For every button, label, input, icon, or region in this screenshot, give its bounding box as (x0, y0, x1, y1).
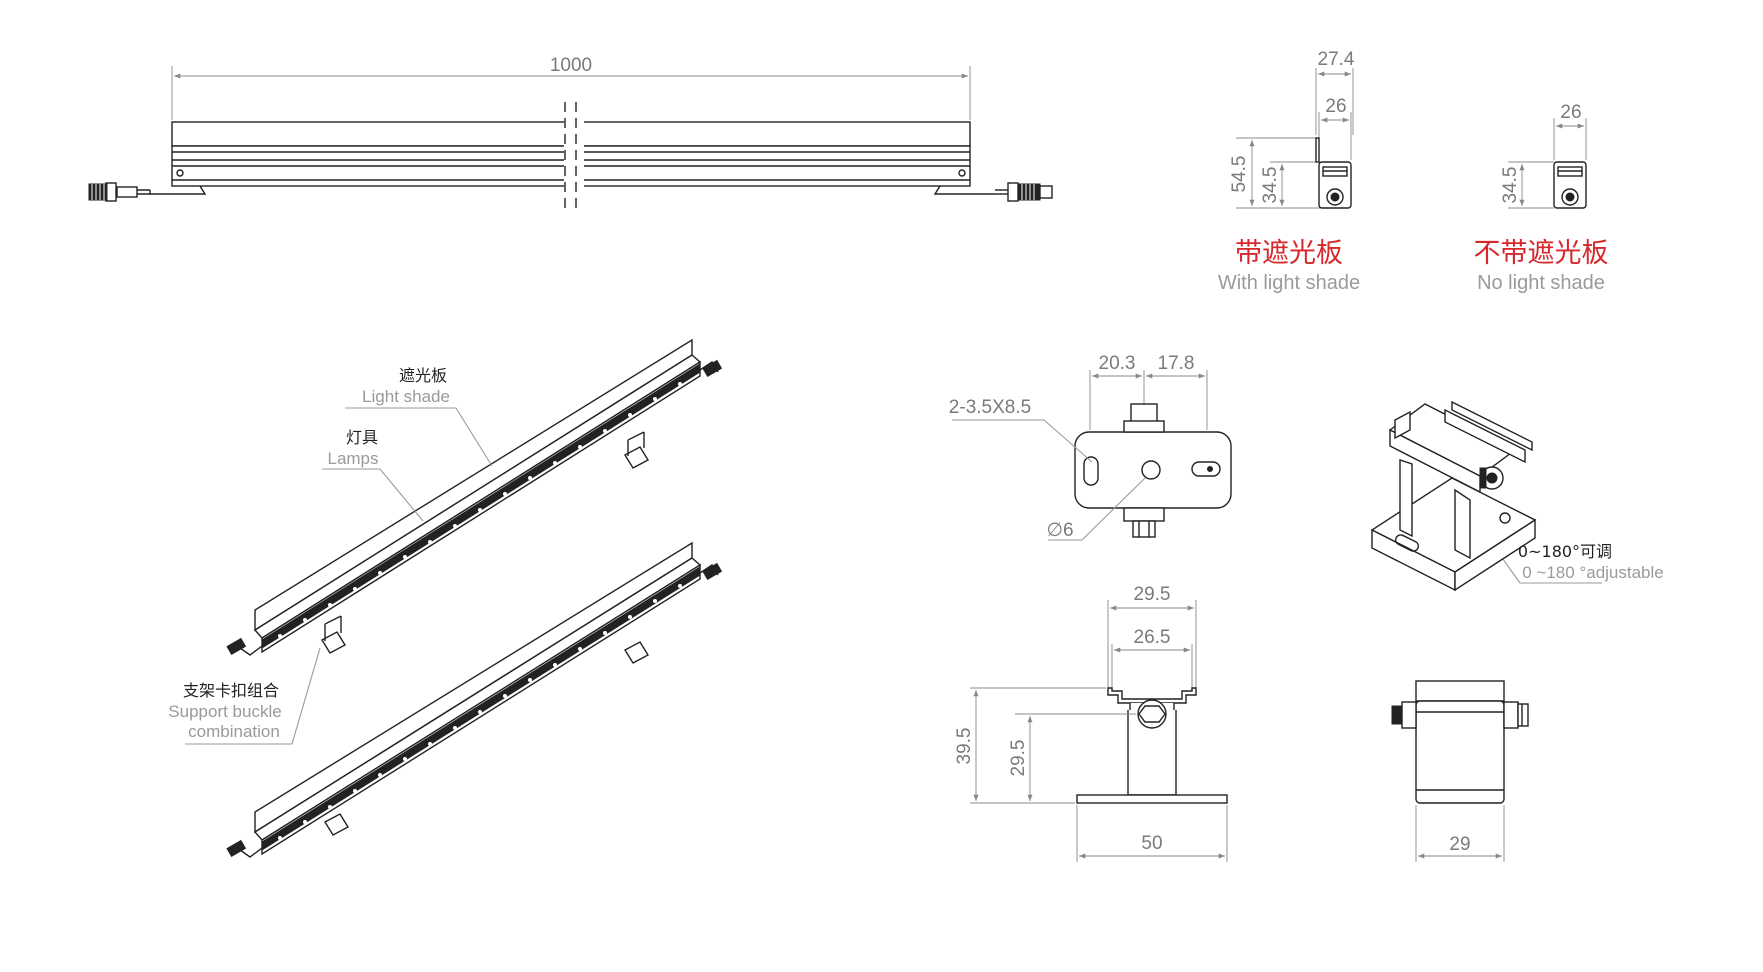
dim-width-with-shade: 27.4 (1318, 49, 1355, 70)
label-lamps-cn: 灯具 (346, 428, 378, 447)
caption-no-shade: 不带遮光板 No light shade (1474, 238, 1609, 294)
dim-clip-outer: 29.5 (1134, 584, 1171, 605)
label-support-en-1: Support buckle (168, 702, 281, 721)
label-support-en-2: combination (188, 722, 280, 741)
dim-height-body: 34.5 (1260, 167, 1281, 204)
dim-slot-offset: 20.3 (1099, 353, 1136, 374)
dim-width-body-b: 26 (1560, 102, 1581, 123)
dim-slot-spec: 2-3.5X8.5 (949, 397, 1031, 418)
dim-slot-offset-b: 17.8 (1158, 353, 1195, 374)
caption-with-shade-en: With light shade (1218, 272, 1360, 294)
label-support-cn: 支架卡扣组合 (183, 681, 279, 700)
caption-no-shade-en: No light shade (1477, 272, 1605, 294)
dim-bracket-height: 39.5 (954, 728, 975, 765)
bracket-top-view: 20.3 17.8 (952, 353, 1232, 541)
dim-width-body: 26 (1325, 96, 1346, 117)
section-no-shade: 26 34.5 (1500, 102, 1587, 209)
dim-height-with-shade: 54.5 (1229, 156, 1250, 193)
dim-clip-inner: 26.5 (1134, 627, 1171, 648)
dim-height-body-b: 34.5 (1500, 167, 1521, 204)
section-with-shade: 27.4 26 54.5 34.5 (1229, 49, 1355, 209)
front-view-fixture: 1000 (88, 55, 1053, 212)
caption-with-shade-cn: 带遮光板 (1235, 238, 1343, 269)
label-shade-cn: 遮光板 (399, 366, 447, 385)
isometric-fixture-bottom (226, 541, 723, 858)
caption-no-shade-cn: 不带遮光板 (1474, 238, 1609, 269)
dim-side-width: 29 (1449, 834, 1470, 855)
bracket-front-view: 29.5 26.5 39.5 29.5 50 (954, 584, 1228, 862)
lamp-dots-top (278, 382, 682, 638)
lamp-dots-bottom (278, 584, 682, 840)
label-adjust-en: 0 ~180 °adjustable (1522, 563, 1664, 582)
bracket-isometric (1370, 400, 1537, 592)
label-lamps-en: Lamps (327, 449, 378, 468)
label-adjust-cn: 0~180°可调 (1518, 542, 1612, 561)
dim-length: 1000 (550, 55, 592, 76)
bracket-side-view: 29 (1391, 680, 1529, 862)
caption-with-shade: 带遮光板 With light shade (1218, 238, 1360, 294)
callouts (185, 407, 1602, 745)
dim-hole-diameter: ∅6 (1046, 520, 1073, 541)
dim-pivot-height: 29.5 (1008, 740, 1029, 777)
isometric-fixture-top (226, 338, 723, 656)
label-shade-en: Light shade (362, 387, 450, 406)
dim-base-width: 50 (1141, 833, 1162, 854)
